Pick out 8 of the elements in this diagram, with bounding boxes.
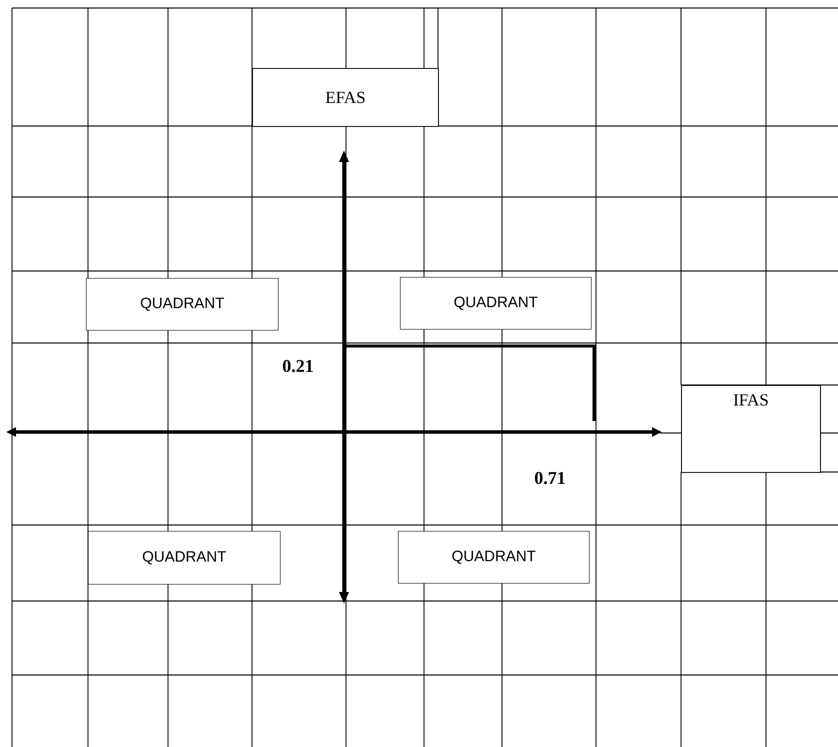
quadrant-box: QUADRANT	[86, 278, 278, 330]
quadrant-box: QUADRANT	[400, 277, 592, 330]
label-box: IFAS	[681, 385, 821, 473]
label-box: EFAS	[252, 68, 439, 127]
quadrant-box: QUADRANT	[398, 531, 590, 584]
axis-value: 0.21	[282, 360, 313, 372]
quadrant-box: QUADRANT	[88, 531, 280, 584]
axis-value: 0.71	[534, 472, 565, 484]
